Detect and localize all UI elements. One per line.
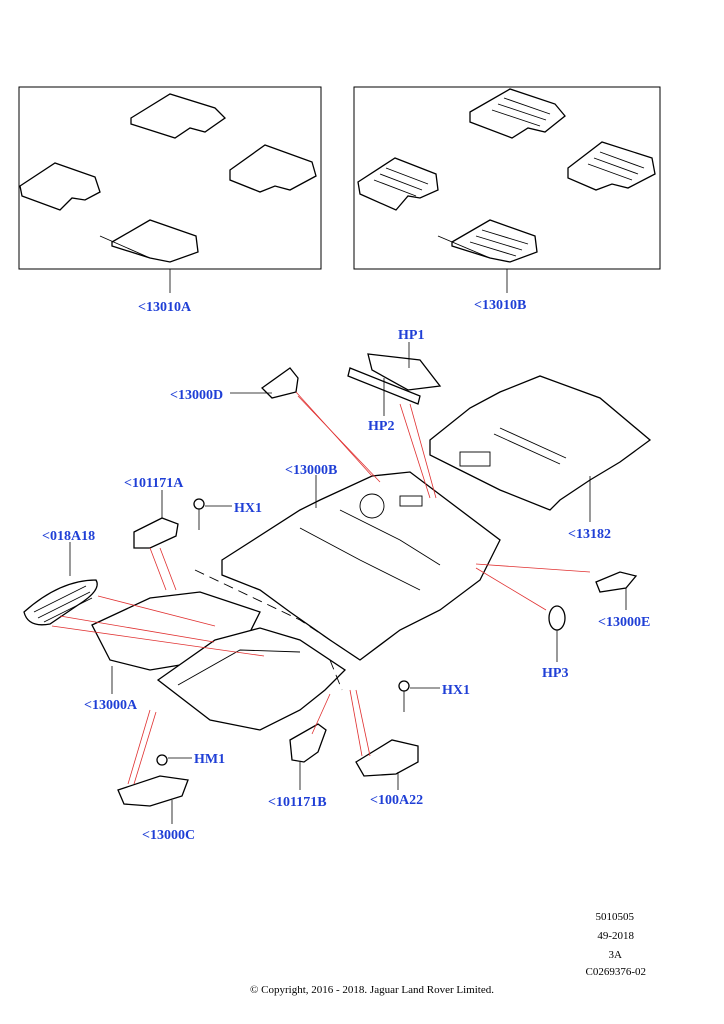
part-101171B — [289, 723, 327, 763]
part-13000E — [595, 571, 638, 593]
callout-HP3: HP3 — [542, 666, 568, 681]
ref-number-2: 49-2018 — [597, 930, 634, 942]
fastener-HM1 — [156, 754, 168, 766]
leader-lines — [69, 342, 627, 824]
callout-HX1-lower: HX1 — [442, 683, 470, 698]
assembly-lines — [194, 569, 361, 691]
callout-HX1-upper: HX1 — [234, 501, 262, 516]
callout-101171B: <101171B — [268, 795, 327, 810]
ref-number-3: 3A — [609, 949, 623, 961]
part-13000D — [260, 367, 299, 399]
copyright-text: © Copyright, 2016 - 2018. Jaguar Land Ro… — [250, 984, 494, 996]
callout-018A18: <018A18 — [42, 529, 95, 544]
callout-13010A: <13010A — [138, 300, 192, 315]
callout-101171A: <101171A — [124, 476, 184, 491]
callout-13000D: <13000D — [170, 388, 223, 403]
relation-lines — [51, 391, 591, 785]
part-HP1-HP2 — [347, 353, 442, 405]
part-101171A — [133, 517, 179, 549]
callout-HM1: HM1 — [194, 752, 225, 767]
part-HP3 — [548, 605, 566, 631]
fastener-HX1a — [193, 498, 205, 530]
ref-number-4: C0269376-02 — [586, 966, 647, 978]
callout-100A22: <100A22 — [370, 793, 423, 808]
callout-HP1: HP1 — [398, 328, 424, 343]
mat-set-box-13010A — [18, 86, 322, 293]
part-018A18 — [23, 579, 98, 626]
callout-HP2: HP2 — [368, 419, 394, 434]
callout-13010B: <13010B — [474, 298, 526, 313]
fastener-HX1b — [398, 680, 410, 712]
callout-13182: <13182 — [568, 527, 611, 542]
ref-number-1: 5010505 — [596, 911, 635, 923]
carpet-13182 — [429, 375, 652, 511]
part-100A22 — [355, 739, 419, 777]
part-13000C — [117, 775, 189, 807]
callout-13000E: <13000E — [598, 615, 650, 630]
carpet-13000B — [221, 471, 501, 661]
callout-13000B: <13000B — [285, 463, 337, 478]
carpet-13000A — [91, 591, 347, 731]
mat-set-box-13010B — [353, 86, 661, 293]
callout-13000C: <13000C — [142, 828, 195, 843]
callout-13000A: <13000A — [84, 698, 138, 713]
